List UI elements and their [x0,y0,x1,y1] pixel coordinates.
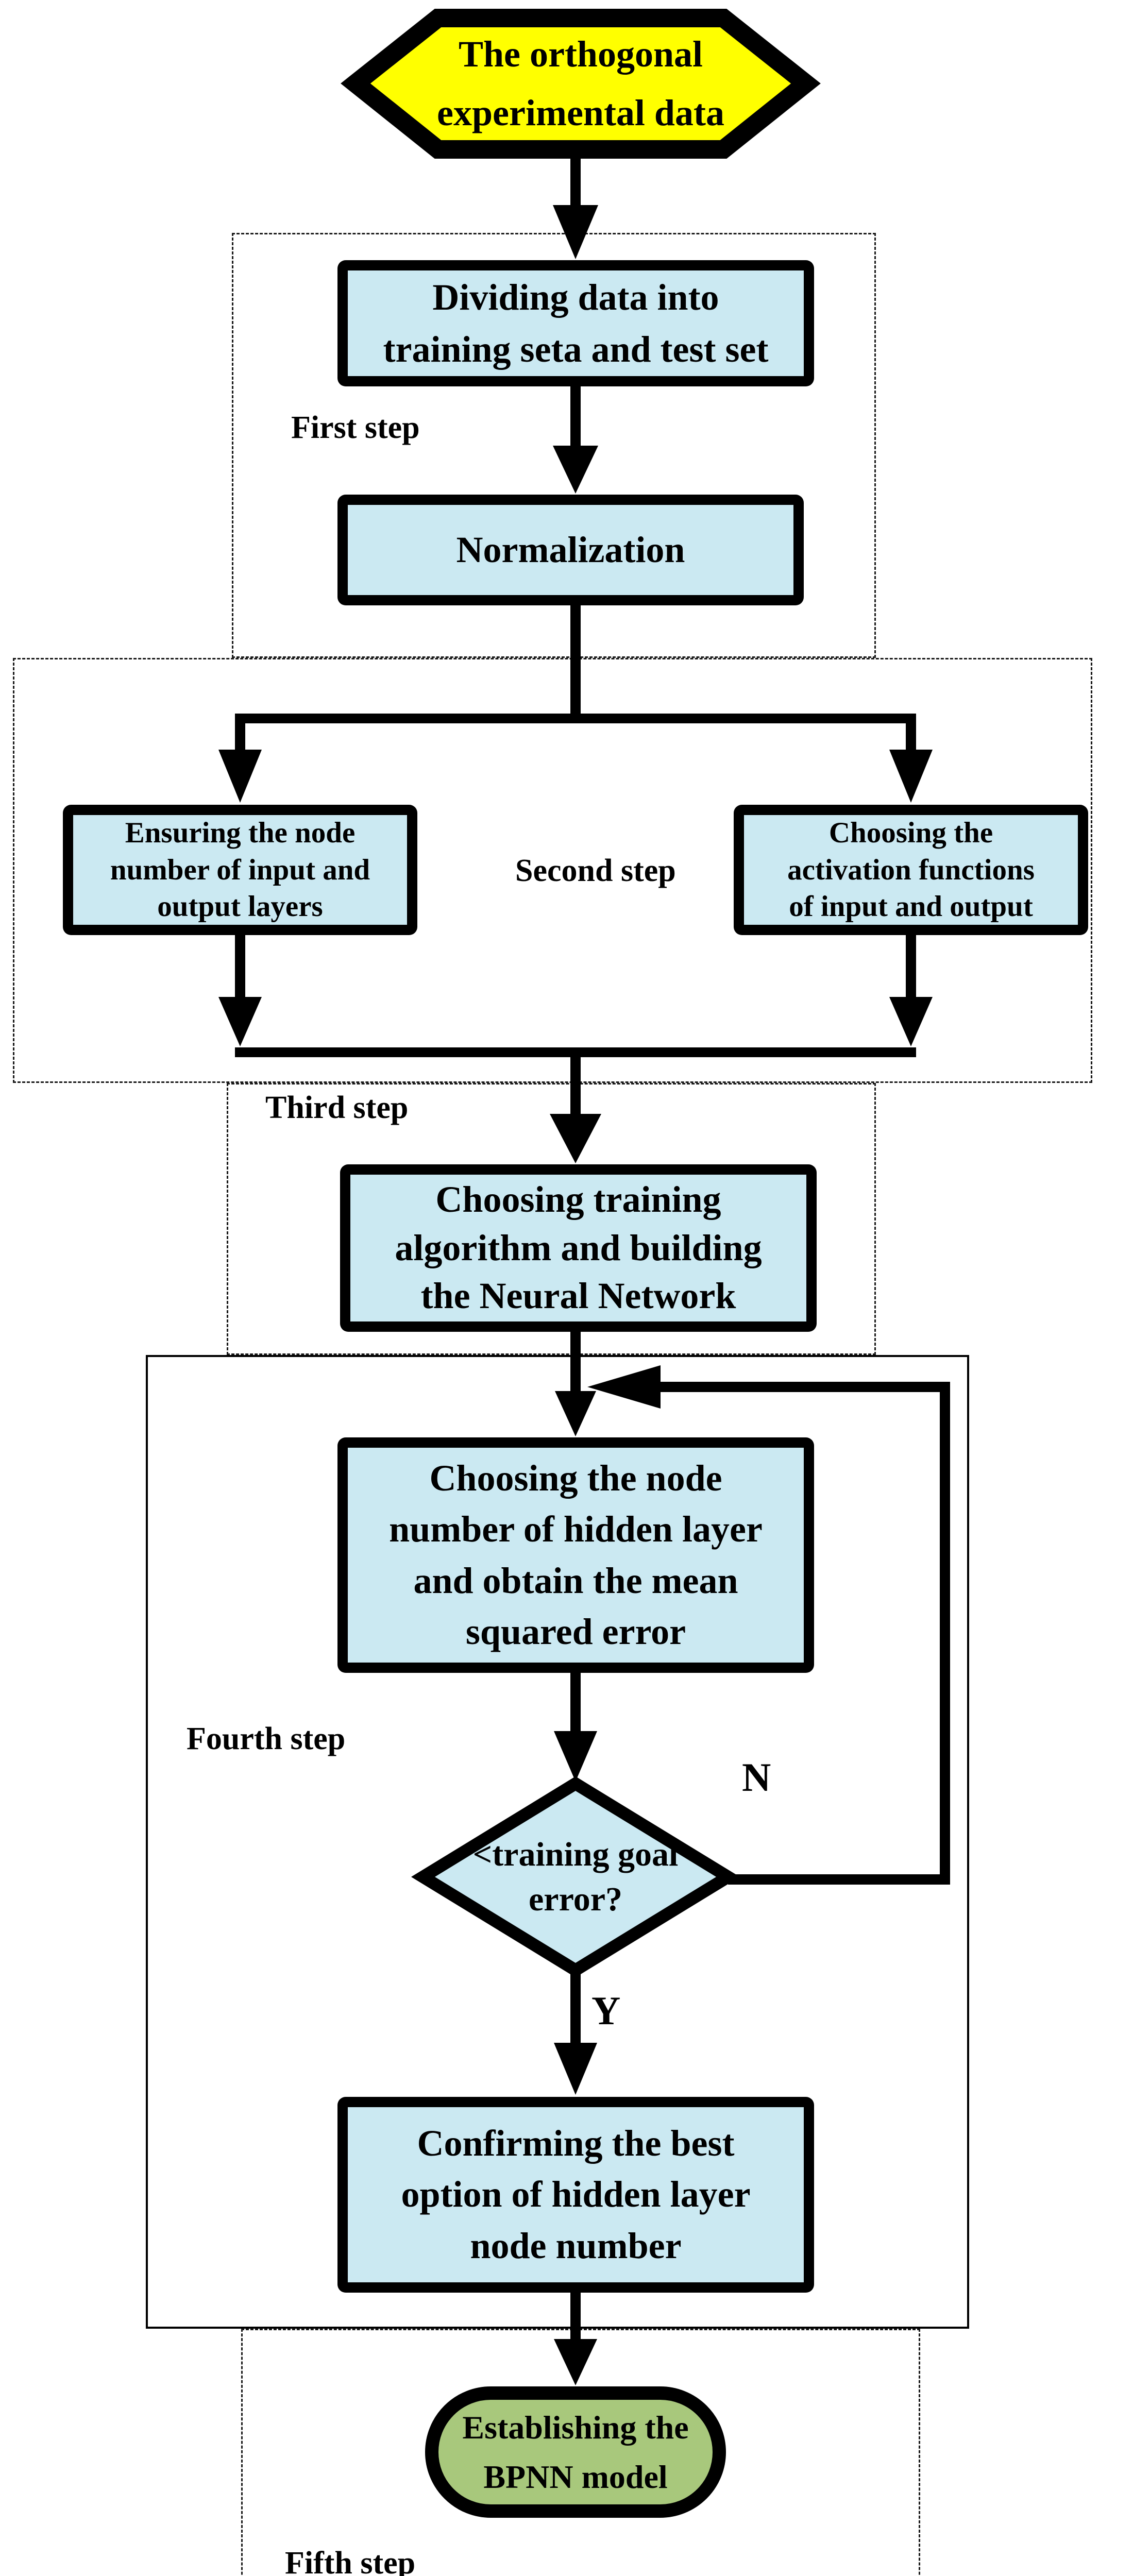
label-second-step: Second step [515,853,676,888]
process-activation-line: activation functions [787,853,1035,886]
process-hidden-line: and obtain the mean [413,1560,738,1601]
arrowhead-normalization [553,446,598,494]
arrowhead-confirming [554,2043,597,2095]
process-training-line: algorithm and building [395,1227,762,1268]
step1-container [232,233,876,658]
step2-container [13,658,1092,1083]
start-hexagon-shape [341,9,821,159]
loop-arrowhead [587,1365,661,1409]
arrow-hidden-decision [570,1671,581,1733]
arrowhead-establishing [554,2339,597,2385]
arrow-confirming-establishing [570,2291,581,2341]
process-training-algorithm: Choosing training algorithm and building… [340,1164,817,1332]
process-dividing-line: Dividing data into [432,276,719,318]
arrow-dividing-normalization [570,384,581,448]
arrowhead-activation [889,750,933,803]
process-activation-functions: Choosing the activation functions of inp… [734,805,1088,935]
arrowhead-left-merge [218,997,262,1046]
terminator-establishing-bpnn: Establishing the BPNN model [425,2386,726,2518]
process-confirming-line: node number [470,2225,682,2266]
arrow-right-merge [906,934,916,998]
label-branch-no: N [742,1755,771,1800]
process-hidden-line: number of hidden layer [389,1509,763,1550]
process-hidden-layer: Choosing the node number of hidden layer… [337,1437,814,1673]
arrow-start-dividing [570,147,581,206]
process-ensuring-nodes: Ensuring the node number of input and ou… [63,805,417,935]
label-fifth-step: Fifth step [285,2546,416,2576]
step4-container [146,1355,969,2329]
process-confirming-best: Confirming the best option of hidden lay… [337,2097,814,2293]
loop-vertical-segment [940,1382,950,1885]
loop-bottom-segment [728,1874,950,1885]
process-ensuring-line: Ensuring the node [125,816,356,849]
arrow-training-hidden [570,1331,581,1393]
label-fourth-step: Fourth step [187,1721,346,1756]
process-dividing-line: training seta and test set [383,328,769,370]
decision-line: <training goal [472,1835,679,1873]
arrowhead-decision [554,1731,597,1782]
process-hidden-line: Choosing the node [429,1457,722,1499]
process-activation-line: of input and output [789,890,1033,923]
loop-top-segment [655,1382,950,1392]
start-node: The orthogonal experimental data [356,18,806,149]
flow-arrows [218,147,950,2385]
label-third-step: Third step [265,1090,409,1125]
merge-bar [235,1047,916,1057]
arrow-decision-confirming [570,1968,581,2044]
process-dividing-data: Dividing data into training seta and tes… [337,260,814,386]
split-bar [235,714,916,723]
arrowhead-hidden [555,1391,596,1436]
decision-diamond-shape [411,1776,740,1978]
terminator-line: BPNN model [483,2458,668,2495]
arrow-split-right [906,719,916,751]
arrowhead-training [550,1114,601,1163]
label-branch-yes: Y [591,1988,621,2033]
process-confirming-line: option of hidden layer [401,2174,751,2215]
process-training-line: the Neural Network [420,1275,736,1317]
arrowhead-ensuring [218,750,262,803]
process-normalization: Normalization [337,495,804,605]
arrowhead-right-merge [889,997,933,1046]
step3-container [227,1083,876,1355]
arrow-normalization-split [570,603,581,717]
start-node-label: The orthogonal [458,33,703,75]
process-hidden-line: squared error [465,1611,686,1652]
arrow-left-merge [235,934,245,998]
decision-node: <training goal error? [423,1784,728,1970]
process-ensuring-line: output layers [157,890,323,923]
process-training-line: Choosing training [435,1179,721,1221]
terminator-line: Establishing the [462,2409,689,2446]
process-ensuring-line: number of input and [110,853,370,886]
start-node-label: experimental data [437,92,724,133]
arrow-merge-training [570,1057,581,1115]
arrowhead-dividing [553,205,598,259]
process-activation-line: Choosing the [828,816,993,849]
arrow-split-left [235,719,245,751]
process-normalization-line: Normalization [456,529,685,571]
process-confirming-line: Confirming the best [417,2122,735,2164]
label-first-step: First step [291,410,420,445]
decision-line: error? [529,1880,622,1918]
